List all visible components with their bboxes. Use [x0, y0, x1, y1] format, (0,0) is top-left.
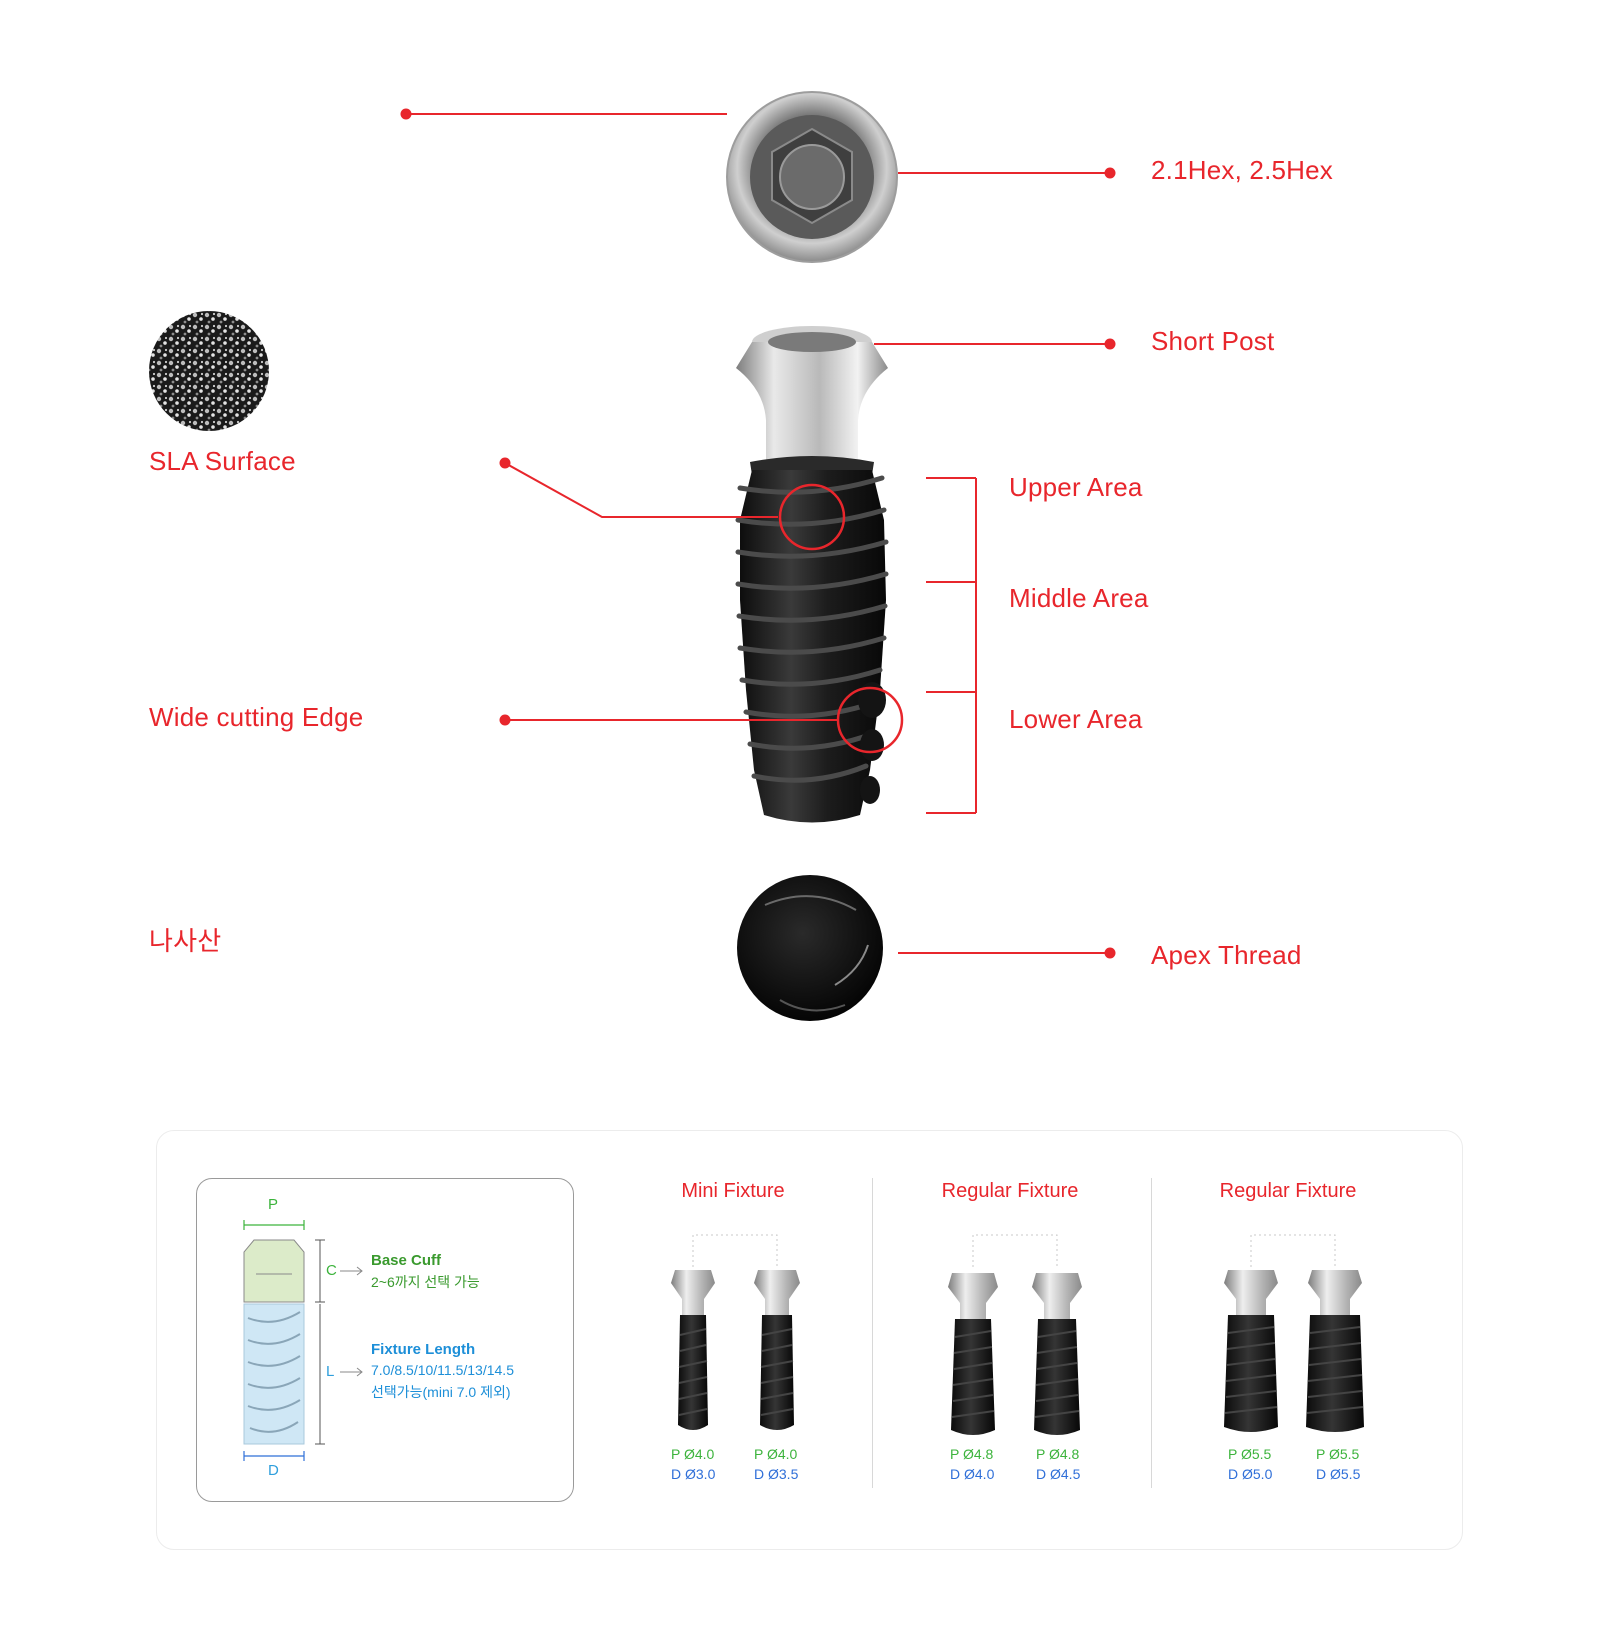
fixture-group-title: Regular Fixture [941, 1180, 1079, 1202]
base-cuff-desc: 2~6까지 선택 가능 [371, 1274, 480, 1290]
fixture-p-value: P Ø4.0 [671, 1446, 715, 1462]
fixture-p-value: P Ø4.8 [1036, 1446, 1080, 1462]
fixture-mini-1 [671, 1270, 715, 1430]
spec-diagram [243, 1220, 363, 1461]
divider [1151, 1178, 1152, 1488]
hex-top-view [726, 91, 898, 263]
lower-area-label: Lower Area [1009, 704, 1143, 734]
middle-area-label: Middle Area [1009, 583, 1149, 613]
fixture-length-title: Fixture Length [371, 1341, 476, 1358]
fixture-d-value: D Ø5.5 [1316, 1466, 1361, 1482]
upper-area-label: Upper Area [1009, 472, 1143, 502]
fixture-d-value: D Ø5.0 [1228, 1466, 1273, 1482]
wide-cutting-edge-label: Wide cutting Edge [149, 702, 364, 732]
hex-label: 2.1Hex, 2.5Hex [1151, 155, 1334, 185]
sla-surface-label: SLA Surface [149, 446, 296, 476]
d-dimension-letter: D [268, 1462, 279, 1479]
fixture-d-value: D Ø4.5 [1036, 1466, 1081, 1482]
short-post-label: Short Post [1151, 326, 1275, 356]
fixture-p-value: P Ø5.5 [1316, 1446, 1360, 1462]
p-dimension-letter: P [268, 1196, 279, 1213]
fixture-group-title: Regular Fixture [1219, 1180, 1357, 1202]
fixture-mini-2 [754, 1270, 800, 1430]
l-dimension-letter: L [326, 1363, 335, 1380]
fixture-d-value: D Ø3.0 [671, 1466, 716, 1482]
implant-side-view [735, 326, 889, 823]
divider [872, 1178, 873, 1488]
fixture-images [671, 1234, 1364, 1435]
fixture-p-value: P Ø5.5 [1228, 1446, 1272, 1462]
fixture-d-value: D Ø4.0 [950, 1466, 995, 1482]
apex-thread-label: Apex Thread [1151, 940, 1302, 970]
base-cuff-title: Base Cuff [371, 1252, 442, 1269]
korean-thread-label: 나사산 [149, 926, 222, 956]
c-dimension-letter: C [326, 1262, 337, 1279]
implant-diagram [149, 91, 1116, 1021]
fixture-length-values: 7.0/8.5/10/11.5/13/14.5 [371, 1362, 514, 1378]
fixture-d-value: D Ø3.5 [754, 1466, 799, 1482]
fixture-p-value: P Ø4.0 [754, 1446, 798, 1462]
fixture-group-title: Mini Fixture [681, 1180, 785, 1202]
apex-bottom-view [737, 875, 883, 1021]
fixture-length-note: 선택가능(mini 7.0 제외) [371, 1384, 511, 1400]
sla-texture-image [149, 311, 269, 431]
fixture-p-value: P Ø4.8 [950, 1446, 994, 1462]
